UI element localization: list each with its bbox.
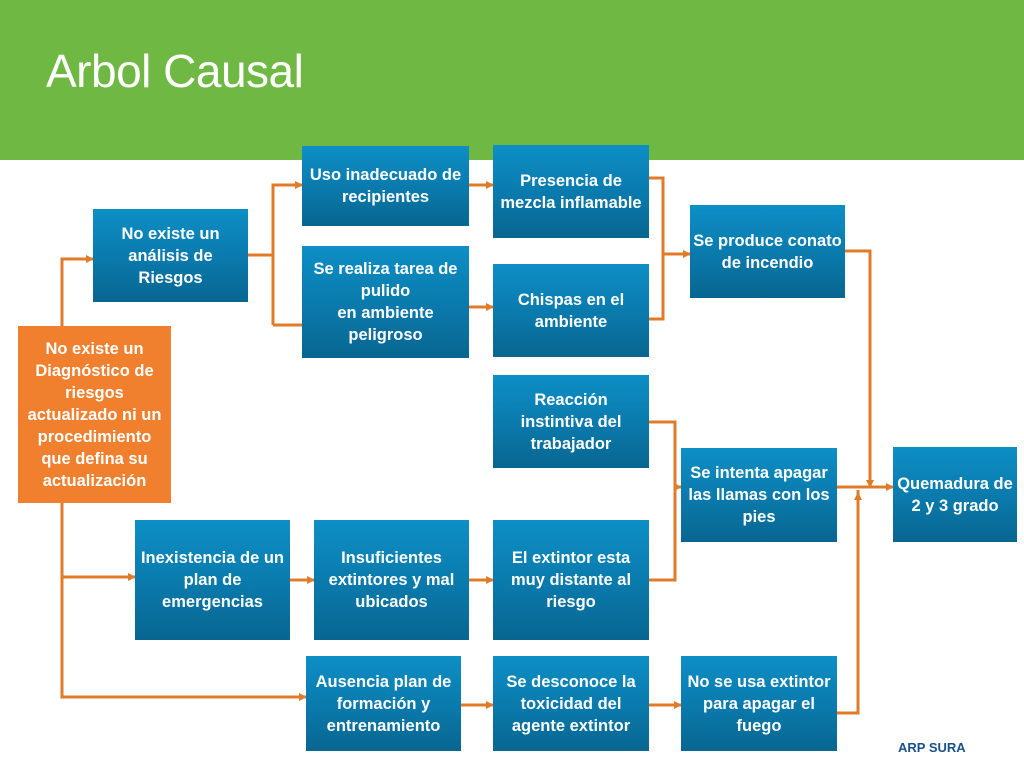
- node-tarea-pulido: Se realiza tarea de pulido en ambiente p…: [302, 246, 469, 358]
- link-root-formacion: [60, 577, 307, 701]
- brand-logo-text: ARP SURA: [898, 740, 966, 755]
- node-quemadura: Quemadura de 2 y 3 grado: [893, 447, 1017, 542]
- node-mezcla-inflamable: Presencia de mezcla inflamable: [493, 145, 649, 238]
- node-extintor-distante: El extintor esta muy distante al riesgo: [493, 520, 649, 640]
- page-title: Arbol Causal: [46, 45, 304, 97]
- node-extintores: Insuficientes extintores y mal ubicados: [314, 520, 469, 640]
- node-reaccion: Reacción instintiva del trabajador: [493, 375, 649, 468]
- link-root-emergencias: [60, 503, 136, 581]
- node-apagar-pies: Se intenta apagar las llamas con los pie…: [681, 448, 837, 542]
- node-plan-formacion: Ausencia plan de formación y entrenamien…: [306, 656, 461, 751]
- node-root-cause: No existe un Diagnóstico de riesgos actu…: [18, 326, 171, 503]
- link-to-uso: [271, 181, 303, 325]
- node-uso-inadecuado: Uso inadecuado de recipientes: [302, 146, 469, 226]
- node-no-extintor: No se usa extintor para apagar el fuego: [681, 656, 837, 751]
- node-conato: Se produce conato de incendio: [690, 205, 845, 298]
- link-noextintor-quemadura: [837, 490, 860, 715]
- link-root-analisis: [60, 255, 94, 326]
- link-reaccion-pies: [649, 420, 677, 582]
- node-chispas: Chispas en el ambiente: [493, 264, 649, 357]
- node-plan-emergencias: Inexistencia de un plan de emergencias: [135, 520, 290, 640]
- header-bar: [0, 0, 1024, 160]
- link-mezcla-conato: [649, 176, 665, 321]
- node-no-analisis: No existe un análisis de Riesgos: [93, 209, 248, 302]
- link-conato-quemadura: [845, 249, 874, 488]
- node-toxicidad: Se desconoce la toxicidad del agente ext…: [493, 656, 649, 751]
